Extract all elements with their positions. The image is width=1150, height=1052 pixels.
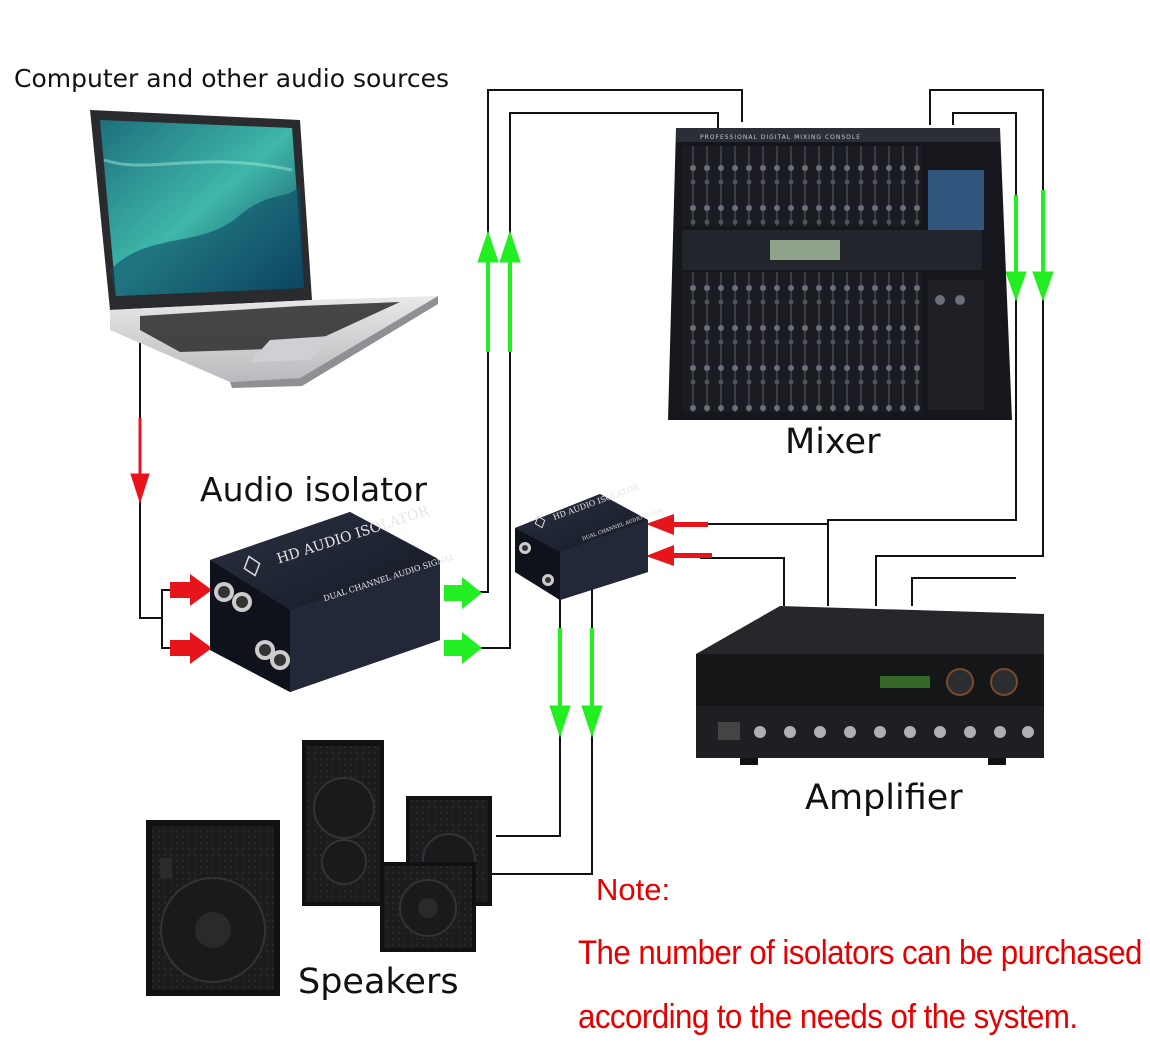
arrow-red-into-iso2 [646, 514, 712, 566]
speakers-illustration [146, 740, 492, 996]
audio-isolator-1: HD AUDIO ISOLATOR DUAL CHANNEL AUDIO SIG… [210, 503, 456, 692]
audio-isolator-2: HD AUDIO ISOLATOR DUAL CHANNEL AUDIO SIG… [515, 482, 665, 600]
cable-iso-out-2 [470, 112, 719, 649]
cable-mix-out-1 [875, 89, 1044, 606]
cable-iso2-spk-1 [496, 598, 561, 837]
note-line-1: The number of isolators can be purchased [578, 934, 1142, 972]
signal-arrows [130, 190, 1054, 738]
arrow-green-up [477, 230, 521, 352]
label-mixer: Mixer [785, 422, 881, 462]
arrow-green-down-speakers [549, 628, 603, 738]
arrow-green-out-isolator [444, 577, 482, 664]
note-line-2: according to the needs of the system. [578, 998, 1078, 1036]
cable-mix-amp-3 [911, 577, 1016, 606]
cable-iso-out-1 [470, 89, 743, 593]
label-amplifier: Amplifier [805, 778, 963, 818]
cable-amp-iso2-2 [700, 557, 785, 606]
arrow-red-into-isolator [170, 574, 212, 664]
arrow-green-down-mixer [1005, 190, 1054, 302]
cable-amp-iso2-1 [700, 523, 829, 606]
cable-laptop-isolator [139, 318, 162, 619]
label-audio-isolator: Audio isolator [200, 470, 427, 509]
arrow-red-down [130, 418, 150, 504]
mixer-title: PROFESSIONAL DIGITAL MIXING CONSOLE [700, 134, 861, 141]
cable-iso2-spk-2 [480, 588, 593, 875]
amplifier-illustration [696, 606, 1044, 765]
laptop-illustration [90, 110, 438, 388]
mixer-illustration: PROFESSIONAL DIGITAL MIXING CONSOLE [668, 128, 1012, 420]
label-speakers: Speakers [298, 962, 459, 1002]
note-heading: Note: [596, 872, 671, 907]
label-audio-sources: Computer and other audio sources [14, 64, 450, 93]
